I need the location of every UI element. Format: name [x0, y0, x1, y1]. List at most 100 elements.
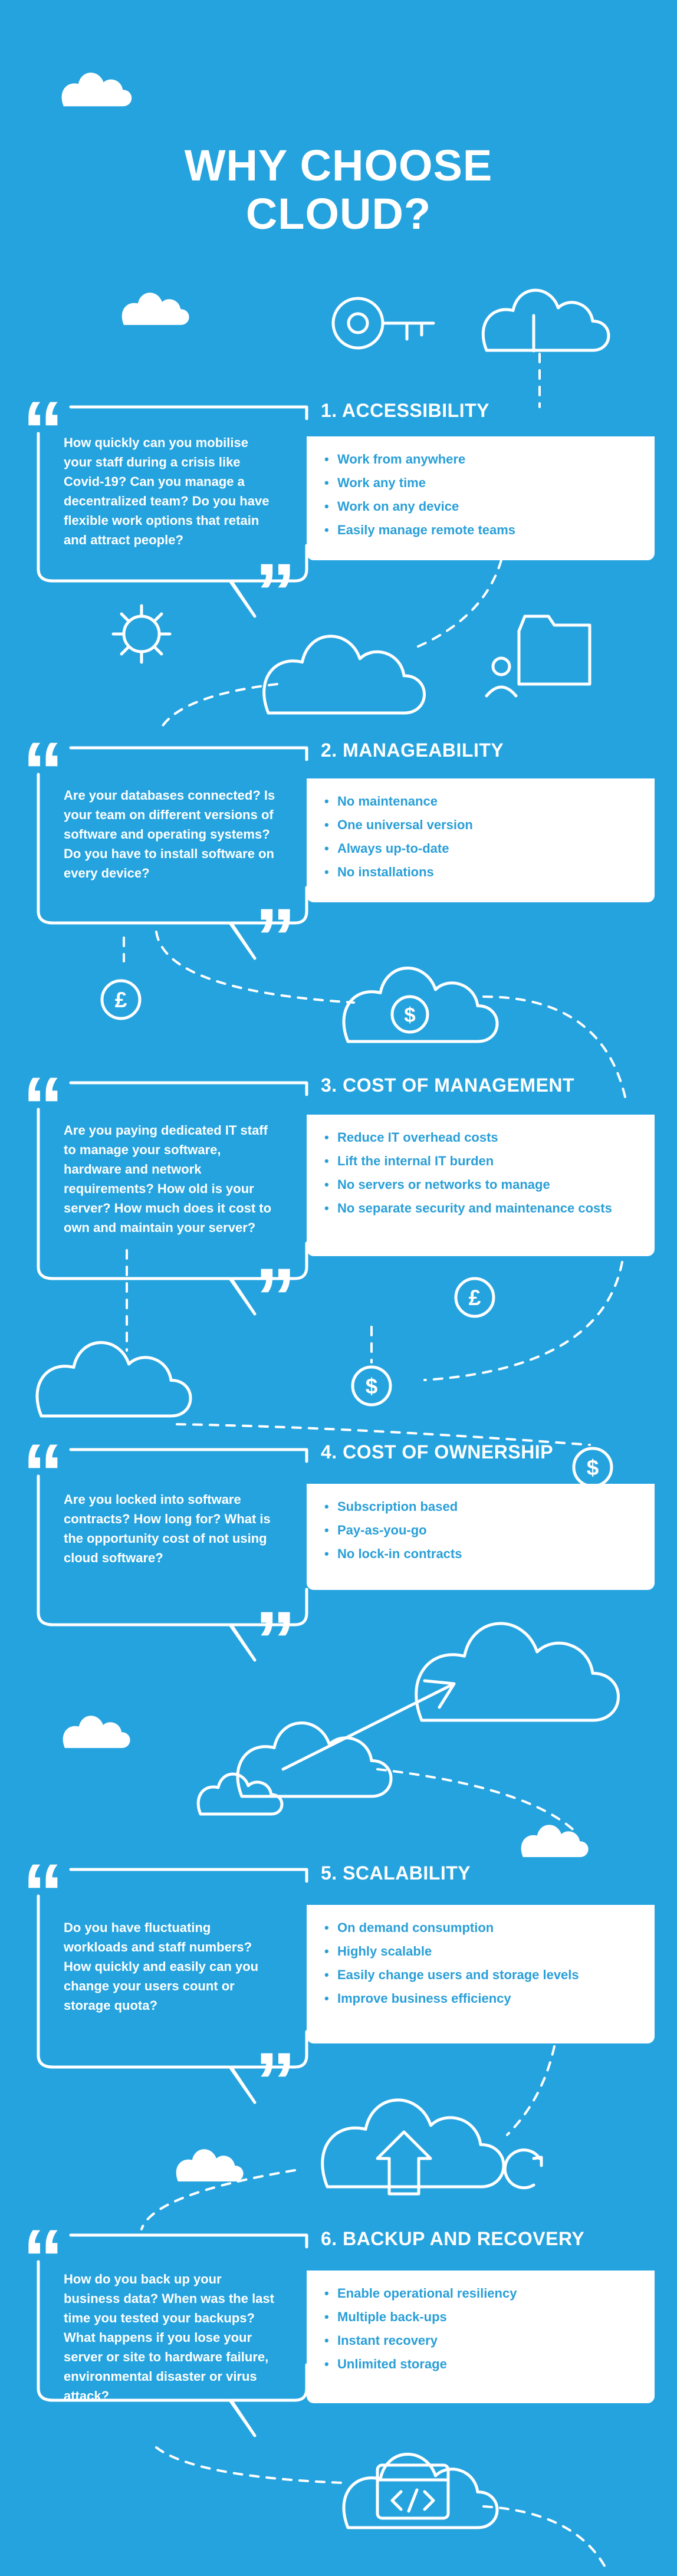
virus-spike — [152, 612, 163, 623]
open-quote-icon: “ — [22, 1065, 64, 1118]
small-cloud-icon — [61, 73, 132, 107]
question-bubble-outline — [37, 1081, 308, 1316]
benefit-item: Multiple back-ups — [324, 2309, 637, 2325]
question-bubble-outline — [37, 405, 308, 618]
user-icon-body — [485, 685, 518, 698]
section-question: Do you have fluctuating workloads and st… — [64, 1920, 259, 2013]
dollar-coin-icon-glyph: $ — [404, 1004, 415, 1027]
upload-arrow-icon — [376, 2130, 432, 2196]
growth-arrow-icon — [281, 1679, 456, 1771]
question-bubble-outline — [37, 746, 308, 960]
close-quote-icon: ” — [255, 896, 296, 949]
question-bubble-outline — [37, 1448, 308, 1662]
close-quote-icon: ” — [255, 2041, 296, 2094]
pound-coin-icon — [100, 979, 142, 1020]
benefit-item: No separate security and maintenance cos… — [324, 1201, 637, 1216]
dashed-connector-line — [176, 1423, 591, 1446]
benefit-item: Reduce IT overhead costs — [324, 1130, 637, 1145]
small-cloud-icon — [176, 2149, 244, 2182]
question-bubble-outline — [37, 2233, 308, 2437]
benefit-item: Easily change users and storage levels — [324, 1967, 637, 1983]
benefit-item: No lock-in contracts — [324, 1546, 637, 1562]
pound-coin-icon-glyph: £ — [115, 988, 127, 1012]
question-bubble-outline — [37, 1868, 308, 2104]
close-quote-icon: ” — [255, 551, 296, 604]
cloud-upload-icon — [323, 2100, 504, 2187]
dollar-coin-icon — [351, 1365, 392, 1407]
dashed-connector-line — [423, 1261, 623, 1381]
benefit-list: Reduce IT overhead costs Lift the intern… — [307, 1115, 655, 1256]
section-heading: 5. SCALABILITY — [321, 1862, 471, 1884]
benefit-item: Subscription based — [324, 1499, 637, 1514]
code-brackets — [390, 2488, 435, 2513]
benefit-item: No installations — [324, 865, 637, 880]
benefit-item: Work any time — [324, 475, 637, 491]
benefit-item: Highly scalable — [324, 1944, 637, 1959]
section-question: Are you locked into software contracts? … — [64, 1492, 271, 1565]
benefit-list: On demand consumption Highly scalable Ea… — [307, 1905, 655, 2043]
small-cloud-icon — [121, 293, 189, 326]
small-cloud-icon — [63, 1716, 130, 1749]
dashed-connector-line — [506, 2045, 556, 2136]
code-window-icon — [376, 2463, 450, 2520]
cloud-icon — [264, 636, 425, 713]
folder-icon — [517, 615, 591, 686]
key-icon-teeth — [382, 321, 435, 341]
benefit-item: Instant recovery — [324, 2333, 637, 2348]
benefit-item: On demand consumption — [324, 1920, 637, 1936]
benefit-item: Always up-to-date — [324, 841, 637, 856]
benefit-item: Easily manage remote teams — [324, 523, 637, 538]
pound-coin-icon — [454, 1277, 495, 1318]
section-question: Are your databases connected? Is your te… — [64, 788, 275, 880]
benefit-item: No maintenance — [324, 794, 637, 809]
section-heading: 2. MANAGEABILITY — [321, 740, 504, 761]
benefit-item: Improve business efficiency — [324, 1991, 637, 2006]
dashed-connector-line — [155, 931, 355, 1004]
key-icon — [331, 297, 384, 350]
benefit-list: Enable operational resiliency Multiple b… — [307, 2271, 655, 2403]
open-quote-icon: “ — [22, 389, 64, 442]
cloud-dollar-icon — [344, 968, 497, 1041]
dashed-connector-line — [412, 559, 502, 650]
close-quote-icon: ” — [255, 1599, 296, 1652]
section-heading: 6. BACKUP AND RECOVERY — [321, 2228, 585, 2249]
open-quote-icon: “ — [22, 1432, 64, 1485]
benefit-item: No servers or networks to manage — [324, 1177, 637, 1192]
benefit-list: Work from anywhere Work any time Work on… — [307, 436, 655, 560]
benefit-item: Work from anywhere — [324, 452, 637, 467]
section-heading: 3. COST OF MANAGEMENT — [321, 1075, 575, 1096]
refresh-icon-arrow — [532, 2156, 543, 2167]
open-quote-icon: “ — [22, 730, 64, 783]
section-question: Are you paying dedicated IT staff to man… — [64, 1123, 272, 1235]
key-icon-hole — [347, 312, 369, 334]
refresh-icon — [503, 2148, 541, 2190]
user-icon — [491, 656, 511, 676]
dollar-coin-icon-glyph: $ — [587, 1455, 599, 1480]
dashed-connector-line — [155, 2446, 343, 2484]
dollar-coin-icon-glyph: $ — [366, 1374, 378, 1398]
dashed-connector-line — [482, 995, 626, 1098]
dashed-connector-line — [482, 2505, 609, 2572]
benefit-item: Lift the internal IT burden — [324, 1154, 637, 1169]
close-quote-icon: ” — [255, 1256, 296, 1309]
dollar-coin-icon — [390, 995, 429, 1034]
benefit-item: One universal version — [324, 817, 637, 833]
benefit-list: Subscription based Pay-as-you-go No lock… — [307, 1484, 655, 1590]
virus-spike — [120, 612, 131, 623]
small-cloud-icon — [521, 1825, 589, 1858]
cloud-lock-icon — [483, 290, 609, 350]
virus-spike — [152, 645, 163, 656]
benefit-item: Pay-as-you-go — [324, 1523, 637, 1538]
page-title-line-2: CLOUD? — [245, 189, 432, 238]
section-question: How quickly can you mobilise your staff … — [64, 435, 270, 547]
section-heading: 1. ACCESSIBILITY — [321, 400, 489, 421]
virus-spike — [120, 645, 131, 656]
dashed-connector-line — [376, 1768, 579, 1835]
cloud-icon — [238, 1723, 391, 1796]
benefit-item: Work on any device — [324, 499, 637, 514]
benefit-item: Unlimited storage — [324, 2357, 637, 2372]
open-quote-icon: “ — [22, 2217, 64, 2271]
cloud-icon — [37, 1343, 190, 1416]
